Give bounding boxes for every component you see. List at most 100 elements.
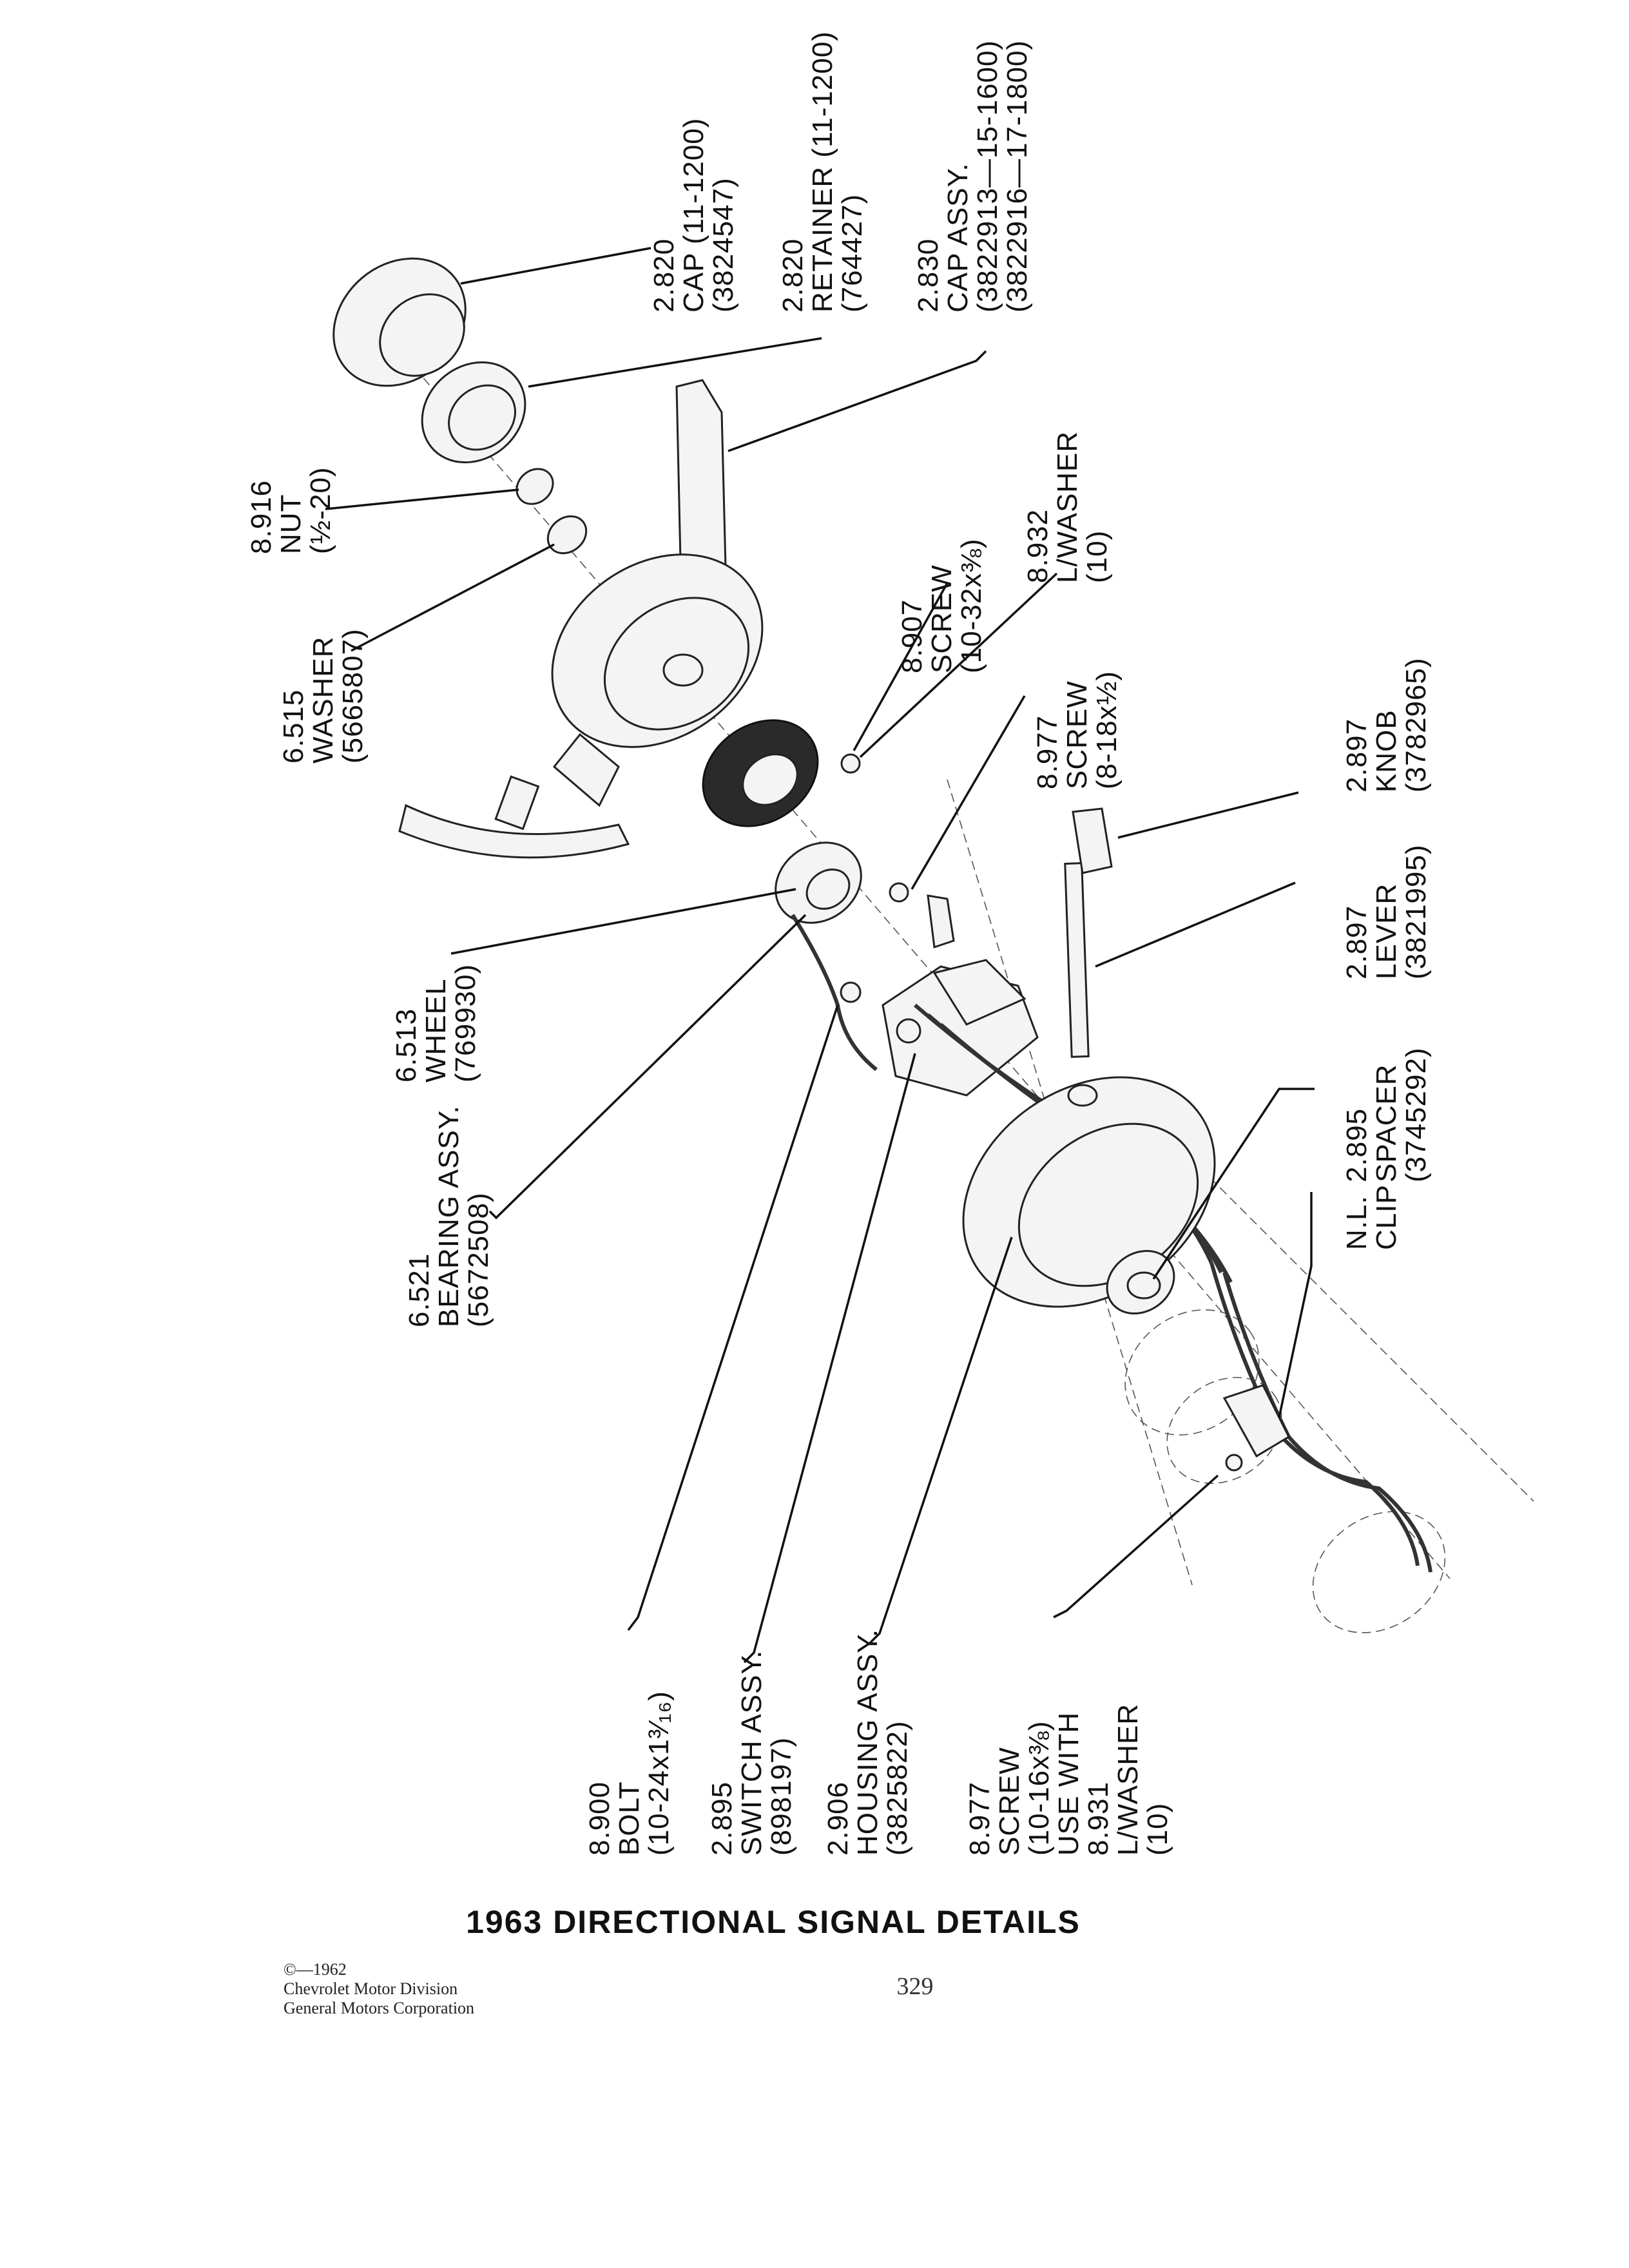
retainer-part [421,361,526,464]
label-clip: N.L. CLIP [1341,1184,1402,1250]
label-line: 8.907 [896,599,928,673]
label-line: KNOB [1371,709,1402,793]
label-line: L/WASHER [1112,1704,1144,1856]
label-line: 2.895 [1341,1108,1373,1182]
label-line: (8-18x½) [1091,671,1123,789]
label-housing-assy: 2.906 HOUSING ASSY. (3825822) [822,1629,913,1856]
label-line: (5665807) [337,628,369,764]
label-line: (10-16x⅜) [1023,1720,1055,1856]
label-line: (3822913—15-1600) [972,40,1003,312]
copyright-line: Chevrolet Motor Division [284,1979,458,1998]
label-lever: 2.897 LEVER (3821995) [1341,844,1432,979]
label-screw-10-32: 8.907 SCREW (10-32x⅜) [896,538,987,673]
screw-8-18-part [889,882,909,903]
label-line: 8.916 [246,480,277,554]
label-line: 6.521 [403,1253,435,1327]
label-spacer: 2.895 SPACER (3745292) [1341,1047,1432,1182]
label-line: 8.931 [1083,1782,1114,1856]
label-washer: 6.515 WASHER (5665807) [278,628,369,764]
label-line: (5672508) [463,1192,494,1327]
label-line: WASHER [307,637,339,764]
cap-part [333,257,467,387]
label-line: (3782965) [1400,657,1432,793]
spacer-part [1106,1249,1175,1315]
label-line: BOLT [613,1781,645,1856]
label-line: 2.906 [822,1782,854,1856]
label-line: (10-32x⅜) [956,538,987,673]
wheel-part [398,775,630,859]
label-line: L/WASHER [1052,431,1083,583]
copyright-line: General Motors Corporation [284,1999,474,2017]
label-screw-10-16: 8.977 SCREW (10-16x⅜) USE WITH 8.931 L/W… [964,1704,1173,1856]
label-line: 2.830 [912,238,944,312]
lever-part [1064,862,1090,1058]
label-line: NUT [275,494,307,554]
label-line: CAP ASSY. [942,163,974,312]
label-line: 2.897 [1341,905,1373,979]
label-line: HOUSING ASSY. [852,1629,883,1856]
nut-part [516,468,554,505]
bearing-ring-part [702,719,819,827]
label-cap-assy: 2.830 CAP ASSY. (3822913—15-1600) (38229… [912,40,1033,312]
label-line: SCREW [926,564,958,673]
label-line: USE WITH [1053,1712,1084,1856]
copyright-block: ©—1962 Chevrolet Motor Division General … [284,1960,474,2017]
label-line: 2.895 [706,1782,738,1856]
label-line: (764427) [836,194,868,312]
label-cap: 2.820 CAP (11-1200) (3824547) [648,118,739,312]
label-line: N.L. [1341,1195,1373,1250]
label-line: (10) [1081,530,1113,583]
label-line: WHEEL [420,979,452,1082]
parts-illustration [333,257,1534,1633]
label-lwasher-10: 8.932 L/WASHER (10) [1022,431,1113,583]
label-line: (½-20) [305,466,336,554]
label-switch-assy: 2.895 SWITCH ASSY. (898197) [706,1650,797,1856]
label-line: LEVER [1371,883,1402,979]
label-line: SCREW [994,1747,1025,1856]
label-line: 2.820 [777,238,809,312]
label-line: 2.897 [1341,718,1373,793]
label-bearing-assy: 6.521 BEARING ASSY. (5672508) [403,1105,494,1327]
label-line: 6.515 [278,689,309,764]
switch-assy-part [882,959,1233,1283]
label-knob: 2.897 KNOB (3782965) [1341,657,1432,793]
label-line: (898197) [766,1737,797,1856]
washer-part [546,515,588,555]
label-screw-8-18: 8.977 SCREW (8-18x½) [1032,671,1123,789]
diagram-title: 1963 DIRECTIONAL SIGNAL DETAILS [466,1904,1081,1940]
leader-lines [325,247,1315,1664]
label-line: (10-24x1³⁄₁₆) [643,1691,675,1856]
label-line: BEARING ASSY. [433,1105,465,1327]
label-wheel: 6.513 WHEEL (769930) [390,964,481,1082]
label-line: RETAINER (11-1200) [807,31,838,312]
clip-small-part [927,894,955,949]
label-line: (3824547) [708,177,739,312]
label-line: (10) [1142,1803,1173,1856]
label-line: CLIP [1371,1184,1402,1250]
label-line: (3745292) [1400,1047,1432,1182]
label-line: (3821995) [1400,844,1432,979]
knob-part [1072,807,1113,874]
label-line: 8.932 [1022,509,1054,583]
wiring-harness [1210,1262,1432,1573]
bearing-assy-part [775,841,878,1072]
label-line: SPACER [1371,1064,1402,1182]
bolt-part [840,981,862,1003]
label-line: CAP (11-1200) [678,118,709,312]
cap-assy-part [551,379,764,807]
housing-assy-part [962,1076,1216,1308]
label-bolt: 8.900 BOLT (10-24x1³⁄₁₆) [584,1691,675,1856]
label-nut: 8.916 NUT (½-20) [246,466,336,554]
column-jacket-phantom [1124,1309,1446,1633]
label-retainer: 2.820 RETAINER (11-1200) (764427) [777,31,868,312]
label-line: SCREW [1061,680,1093,789]
label-line: SWITCH ASSY. [736,1650,767,1856]
copyright-line: ©—1962 [284,1960,347,1979]
label-line: (3822916—17-1800) [1001,40,1033,312]
label-line: (3825822) [882,1720,913,1856]
label-line: 8.900 [584,1782,615,1856]
label-line: 8.977 [964,1782,996,1856]
screw-10-32-part [840,753,861,774]
page-number: 329 [897,1973,934,2000]
